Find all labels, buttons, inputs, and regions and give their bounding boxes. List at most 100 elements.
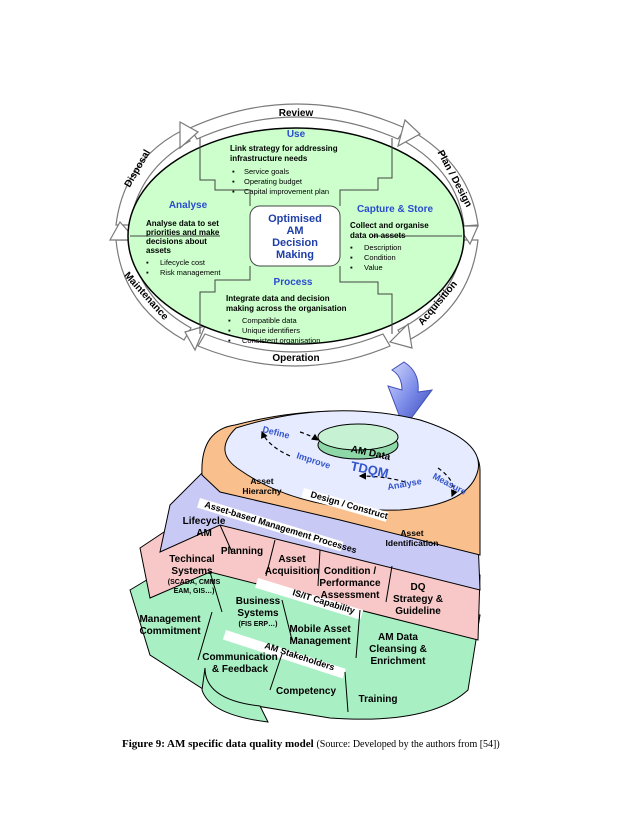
business-systems-1: Business xyxy=(236,596,281,607)
asset-acquisition-2: Acquisition xyxy=(265,566,319,577)
am-data-cleansing-1: AM Data xyxy=(378,632,418,643)
band-design xyxy=(301,488,389,522)
tdqm-arrow-improve xyxy=(261,430,291,457)
div-lav-1 xyxy=(219,524,233,553)
process-line-1: Integrate data and decision xyxy=(226,294,330,303)
capture-bullet-1-text: Description xyxy=(364,243,402,252)
top-face xyxy=(224,410,479,511)
analyse-line-2: priorities and make xyxy=(146,228,220,237)
use-bullet-2-text: Operating budget xyxy=(244,177,303,186)
use-bullet-2: ▪ xyxy=(232,177,235,186)
ring-arrowhead-3 xyxy=(388,322,413,349)
center-box xyxy=(249,205,341,267)
center-line-4: Making xyxy=(276,249,314,261)
analyse-title: Analyse xyxy=(169,200,208,211)
div-lav-2 xyxy=(265,539,276,577)
ring-arrowhead-1 xyxy=(397,118,422,148)
caption-source: (Source: Developed by the authors from [… xyxy=(316,739,500,750)
mobile-asset-1: Mobile Asset xyxy=(289,624,351,635)
asset-identification-1: Asset xyxy=(400,528,423,538)
asset-hierarchy-2: Hierarchy xyxy=(242,486,281,496)
analyse-bullet-2: ▪ xyxy=(146,268,149,277)
use-bullet-1-text: Service goals xyxy=(244,167,289,176)
asset-acquisition-1: Asset xyxy=(278,554,306,565)
process-bullet-1: ▪ xyxy=(228,316,231,325)
divider-process-right xyxy=(339,266,393,334)
div-pink-2 xyxy=(281,599,293,641)
use-line-1: Link strategy for addressing xyxy=(230,144,338,153)
div-pink-1 xyxy=(209,571,223,613)
process-bullet-2-text: Unique identifiers xyxy=(242,326,300,335)
ring-arc-operation xyxy=(197,333,391,367)
band-processes xyxy=(197,498,344,552)
band-isit xyxy=(255,577,364,620)
communication-1: Communication xyxy=(202,652,278,663)
process-bullet-1-text: Compatible data xyxy=(242,316,297,325)
dq-strategy-1: DQ xyxy=(411,582,426,593)
technical-systems-2: Systems xyxy=(171,566,213,577)
technical-systems-1: Techincal xyxy=(169,554,215,565)
training-label: Training xyxy=(359,694,398,705)
am-data-cleansing-3: Enrichment xyxy=(370,656,426,667)
use-title: Use xyxy=(287,129,306,140)
management-commitment-2: Commitment xyxy=(139,626,201,637)
div-green-2 xyxy=(269,653,283,691)
capture-bullet-2: ▪ xyxy=(350,253,353,262)
analyse-line-3: decisions about xyxy=(146,237,207,246)
center-line-2: AM xyxy=(286,225,303,237)
am-data-cleansing-2: Cleansing & xyxy=(369,644,427,655)
analyse-line-1: Analyse data to set xyxy=(146,219,219,228)
condition-1: Condition / xyxy=(324,566,376,577)
div-lav-3 xyxy=(317,549,321,587)
divider-use-right xyxy=(339,138,393,206)
scada-2: EAM, GIS…) xyxy=(174,588,215,595)
analyse-bullet-1: ▪ xyxy=(146,258,149,267)
lifecycle-am-1: Lifecycle xyxy=(183,516,226,527)
capture-bullet-3: ▪ xyxy=(350,263,353,272)
planning-label: Planning xyxy=(221,546,263,557)
competency-label: Competency xyxy=(276,686,336,697)
tdqm-arrow-define xyxy=(299,431,319,441)
capture-line-1: Collect and organise xyxy=(350,221,429,230)
asset-hierarchy-1: Asset xyxy=(250,476,273,486)
process-line-2: making across the organisation xyxy=(226,304,347,313)
capture-bullet-1: ▪ xyxy=(350,243,353,252)
analyse-bullet-1-text: Lifecycle cost xyxy=(160,258,206,267)
capture-bullet-2-text: Condition xyxy=(364,253,396,262)
use-bullet-1: ▪ xyxy=(232,167,235,176)
caption-title: Figure 9: AM specific data quality model xyxy=(122,738,314,750)
use-line-2: infrastructure needs xyxy=(230,154,308,163)
asset-identification-2: Identification xyxy=(386,538,439,548)
condition-2: Performance xyxy=(319,578,381,589)
analyse-line-4: assets xyxy=(146,246,171,255)
lifecycle-ring-group: Optimised AM Decision Making Review Oper… xyxy=(108,103,479,367)
capture-line-2: data on assets xyxy=(350,231,406,240)
band-stakeholders xyxy=(222,629,346,679)
center-line-3: Decision xyxy=(272,237,318,249)
ring-label-review: Review xyxy=(279,108,314,119)
tdqm-cylinder-group: AM Data Define Improve TDQM Measure Anal… xyxy=(129,410,481,723)
divider-process-left xyxy=(199,266,251,334)
capture-bullet-3-text: Value xyxy=(364,263,383,272)
management-commitment-1: Management xyxy=(139,614,201,625)
tdqm-arrow-measure xyxy=(437,467,458,498)
fis-erp: (FIS ERP…) xyxy=(239,621,278,628)
divider-use-left xyxy=(199,138,251,206)
scada-1: (SCADA, CMMS xyxy=(168,579,221,586)
process-bullet-3-text: Consistent organisation xyxy=(242,336,320,345)
ring-arrowhead-6 xyxy=(179,120,200,150)
capture-title: Capture & Store xyxy=(357,204,434,215)
div-lav-4 xyxy=(385,565,393,603)
process-bullet-3: ▪ xyxy=(228,336,231,345)
figure-caption: Figure 9: AM specific data quality model… xyxy=(122,738,632,750)
communication-2: & Feedback xyxy=(212,664,269,675)
ring-label-operation: Operation xyxy=(272,353,319,364)
condition-3: Assessment xyxy=(321,590,381,601)
div-green-1 xyxy=(197,611,213,661)
center-line-1: Optimised xyxy=(268,213,322,225)
process-bullet-2: ▪ xyxy=(228,326,231,335)
lifecycle-am-2: AM xyxy=(196,528,212,539)
mobile-asset-2: Management xyxy=(289,636,351,647)
div-pink-3 xyxy=(355,609,361,659)
